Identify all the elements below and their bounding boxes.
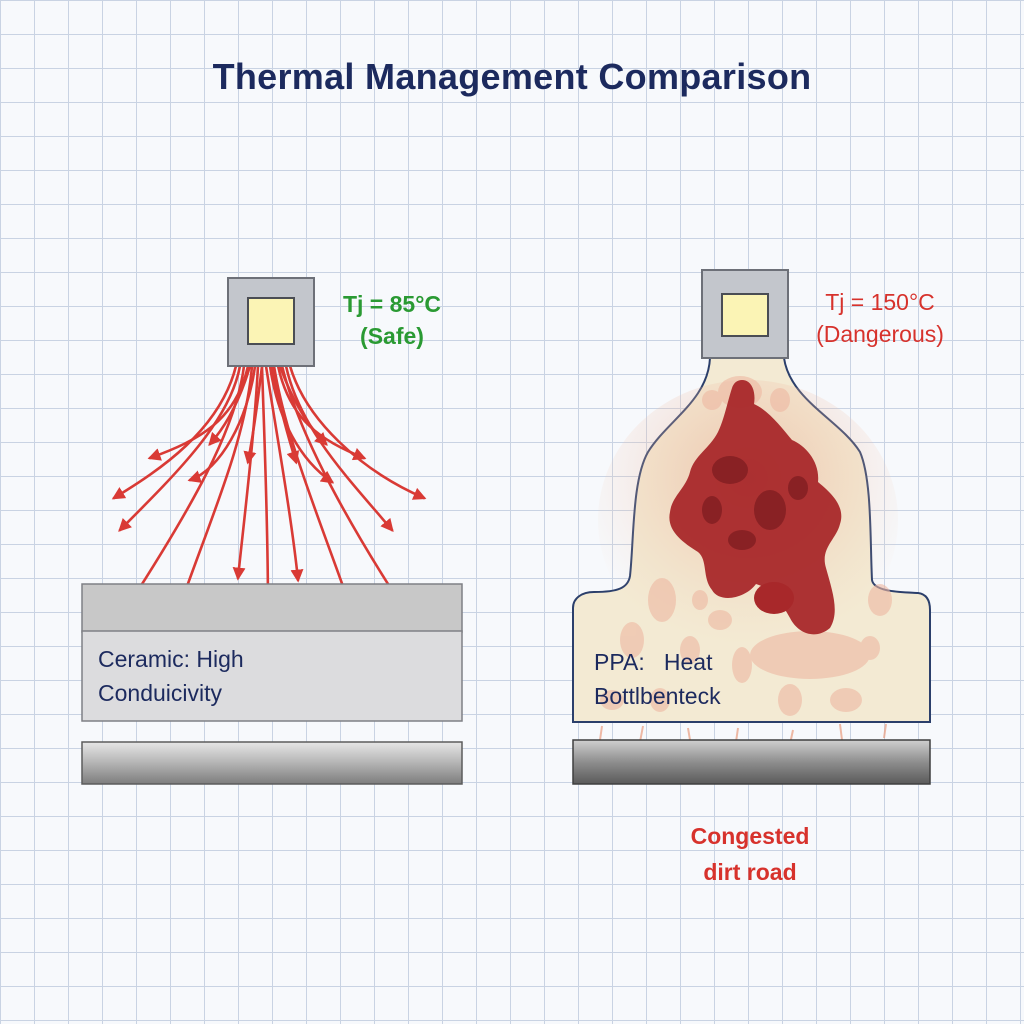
label-line: Conduicivity — [98, 680, 222, 706]
ceramic-substrate-top — [81, 583, 463, 633]
heat-hotspot — [598, 376, 898, 716]
heat-spread-arrows — [111, 364, 427, 613]
heatsink-bar — [572, 739, 931, 785]
label-line: PPA: Heat — [594, 649, 713, 675]
led-die — [721, 293, 769, 337]
temp-value: Tj = 150°C — [825, 289, 935, 315]
page-title: Thermal Management Comparison — [212, 56, 812, 97]
temp-value: Tj = 85°C — [342, 291, 442, 317]
note-line: Congested — [690, 823, 810, 849]
led-die — [247, 297, 295, 345]
label-line: Bottlbenteck — [594, 683, 721, 709]
ppa-label: PPA: Heat Bottlbenteck — [594, 645, 914, 713]
ceramic-substrate — [81, 630, 463, 722]
ceramic-assembly — [81, 277, 463, 785]
ppa-assembly — [572, 269, 931, 785]
ceramic-label: Ceramic: High Conduicivity — [98, 642, 438, 710]
congestion-note: Congested dirt road — [660, 818, 840, 890]
heatsink-bar — [81, 741, 463, 785]
note-line: dirt road — [703, 859, 797, 885]
temp-status: (Safe) — [360, 323, 424, 349]
label-line: Ceramic: High — [98, 646, 244, 672]
junction-temp-dangerous: Tj = 150°C (Dangerous) — [792, 286, 968, 350]
temp-status: (Dangerous) — [816, 321, 944, 347]
junction-temp-safe: Tj = 85°C (Safe) — [322, 288, 462, 352]
